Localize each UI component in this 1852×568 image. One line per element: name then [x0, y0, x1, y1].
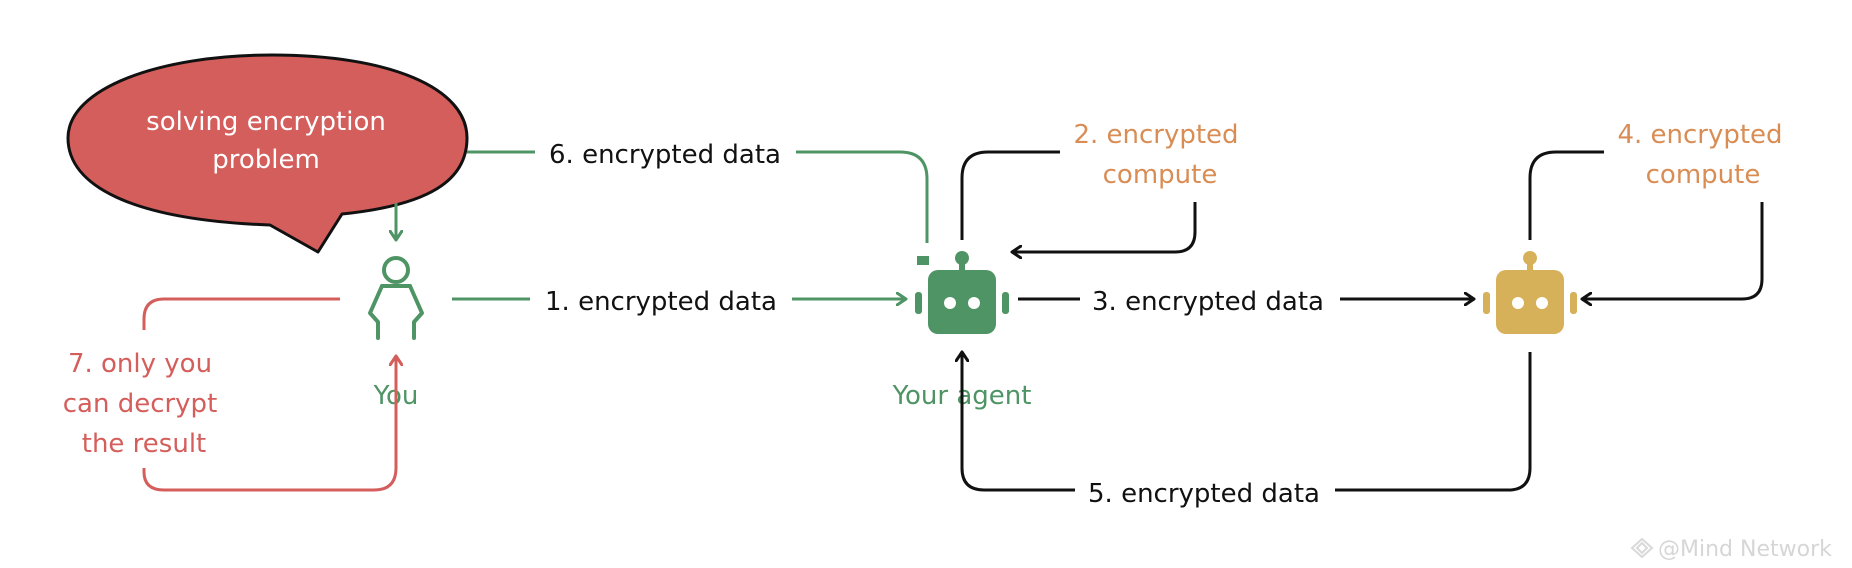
gold-robot-icon — [1483, 251, 1577, 334]
step4-label-line1: 4. encrypted — [1617, 120, 1782, 150]
step4-connector-top — [1528, 150, 1604, 240]
person-icon — [368, 256, 424, 340]
green-robot-icon — [915, 251, 1009, 334]
speech-bubble: solving encryption problem — [66, 53, 469, 254]
step1-label: 1. encrypted data — [545, 287, 777, 317]
step7-label-line1: 7. only you — [68, 349, 212, 379]
step7-connector-top — [142, 297, 340, 330]
step3-label: 3. encrypted data — [1092, 287, 1324, 317]
step5-label: 5. encrypted data — [1088, 479, 1320, 509]
bubble-text-line1: solving encryption — [146, 107, 386, 137]
step2-label-line1: 2. encrypted — [1073, 120, 1238, 150]
step2-connector-top — [960, 150, 1060, 240]
step7-label-line2: can decrypt — [63, 389, 218, 419]
bubble-text-line2: problem — [212, 145, 320, 175]
step2-label-line2: compute — [1103, 160, 1218, 190]
watermark-text: @Mind Network — [1658, 537, 1832, 562]
watermark-logo-icon — [1630, 537, 1654, 559]
step4-label-line2: compute — [1646, 160, 1761, 190]
step4-connector-right — [1582, 202, 1764, 299]
step5-connector-right — [1335, 352, 1532, 492]
step7-connector-bottom — [142, 356, 396, 492]
step2-connector-bottom — [1012, 202, 1197, 252]
step7-label-line3: the result — [82, 429, 207, 459]
step6-label: 6. encrypted data — [549, 140, 781, 170]
step5-connector-left — [962, 352, 1075, 492]
step6-connector-right — [796, 150, 929, 243]
watermark: @Mind Network — [1630, 537, 1832, 562]
